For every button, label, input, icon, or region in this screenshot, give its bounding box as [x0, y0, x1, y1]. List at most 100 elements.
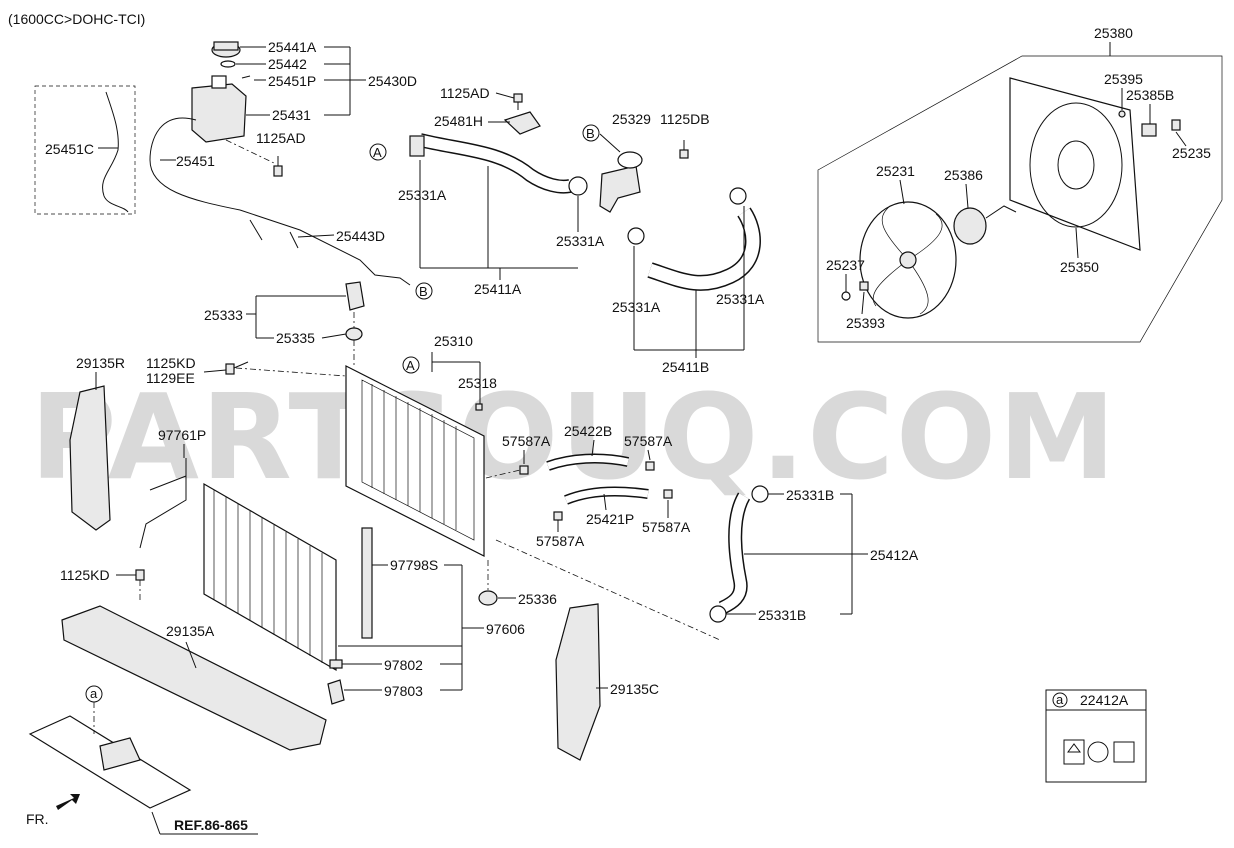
label-25421P: 25421P [586, 511, 634, 527]
front-arrow: FR. [26, 794, 80, 827]
hose-25421P[interactable] [564, 486, 649, 505]
label-97606: 97606 [486, 621, 525, 637]
callout-B-top[interactable]: B [582, 124, 600, 142]
callout-A-radiator[interactable]: A [402, 356, 420, 374]
label-1125DB: 1125DB [660, 111, 710, 127]
water-outlet-25329[interactable] [599, 151, 643, 213]
radiator-25310[interactable] [345, 365, 485, 557]
clamp-25331A-1[interactable] [409, 135, 425, 157]
bracket-25481H[interactable] [503, 111, 541, 135]
bolt-1125AD-top[interactable] [513, 93, 523, 110]
bracket-25443D[interactable] [249, 219, 299, 249]
resistor-25385B[interactable] [1141, 123, 1157, 137]
bolt-1125KD-top[interactable] [225, 361, 249, 375]
label-29135A: 29135A [166, 623, 215, 639]
label-25412A: 25412A [870, 547, 919, 563]
leader-29135A [185, 641, 197, 669]
bolt-1125KD-bottom[interactable] [135, 569, 145, 600]
nut-25237[interactable] [841, 291, 851, 301]
pipe-97761P[interactable] [139, 458, 187, 549]
label-97761P: 97761P [158, 427, 206, 443]
bracket-97802[interactable] [329, 659, 343, 669]
reservoir-cap[interactable] [211, 41, 241, 58]
svg-text:B: B [586, 126, 595, 141]
clamp-57587A-3[interactable] [553, 511, 563, 521]
leader-lines-hose-a [419, 92, 579, 280]
hose-25451[interactable] [149, 117, 411, 286]
air-guard-29135C[interactable] [555, 603, 601, 761]
label-25442: 25442 [268, 56, 307, 72]
label-25380: 25380 [1094, 25, 1133, 41]
seal-97798S[interactable] [361, 527, 373, 639]
fan-shroud-25350[interactable] [1009, 77, 1141, 251]
hose-25451C[interactable] [102, 91, 129, 213]
lower-hose-25411B[interactable] [647, 207, 761, 291]
label-25331A-4: 25331A [716, 291, 765, 307]
bolt-1125AD-reservoir[interactable] [273, 156, 283, 177]
clamp-57587A-2[interactable] [645, 461, 655, 471]
callout-a-lower[interactable]: a [85, 685, 103, 703]
label-25441A: 25441A [268, 39, 317, 55]
label-25411B: 25411B [662, 359, 709, 375]
clamp-57587A-4[interactable] [663, 489, 673, 499]
inset-box-25451C [34, 85, 136, 215]
label-25335: 25335 [276, 330, 315, 346]
insulator-25335[interactable] [345, 327, 363, 341]
cap-seal-ring[interactable] [220, 60, 236, 68]
clamp-57587A-1[interactable] [519, 465, 529, 475]
screw-25235[interactable] [1171, 119, 1181, 131]
leader-lines-small-hoses [485, 439, 721, 641]
label-25451P: 25451P [268, 73, 316, 89]
leader-lines-radiator [203, 295, 516, 599]
fan-motor-25386[interactable] [953, 205, 1017, 245]
label-25333: 25333 [204, 307, 243, 323]
label-25386: 25386 [944, 167, 983, 183]
label-1125AD-mid: 1125AD [256, 130, 306, 146]
label-ref[interactable]: REF.86-865 [174, 817, 248, 833]
reference-link[interactable]: REF.86-865 [151, 811, 258, 835]
callout-B-lower[interactable]: B [415, 282, 433, 300]
bolt-25395[interactable] [1118, 110, 1126, 118]
reservoir-tank[interactable] [191, 75, 247, 143]
label-25310: 25310 [434, 333, 473, 349]
label-97803: 97803 [384, 683, 423, 699]
clamp-25331B-1[interactable] [751, 485, 769, 503]
label-29135C: 29135C [610, 681, 659, 697]
hose-25412A[interactable] [718, 492, 751, 615]
label-25331A-3: 25331A [612, 299, 661, 315]
air-guard-29135R[interactable] [69, 385, 111, 531]
label-57587A-1: 57587A [502, 433, 551, 449]
fan-blade-25231[interactable] [859, 201, 957, 319]
svg-text:B: B [419, 284, 428, 299]
label-25451C: 25451C [45, 141, 94, 157]
hose-25422B[interactable] [546, 453, 630, 471]
leader-lines-25412A [726, 493, 868, 615]
label-25235: 25235 [1172, 145, 1211, 161]
clamp-25331A-4[interactable] [729, 187, 747, 205]
condenser-97606[interactable] [203, 482, 337, 672]
upper-hose-25411A[interactable] [418, 133, 572, 194]
label-97798S: 97798S [390, 557, 438, 573]
svg-text:a: a [90, 686, 98, 701]
leader-lines-condenser [116, 564, 484, 691]
svg-text:A: A [373, 145, 382, 160]
bracket-25333[interactable] [345, 281, 365, 311]
clip-25393[interactable] [859, 281, 869, 291]
clamp-25331A-3[interactable] [627, 227, 645, 245]
clamp-25331B-2[interactable] [709, 605, 727, 623]
overflow-hose-25451P[interactable] [241, 75, 251, 79]
label-57587A-4: 57587A [642, 519, 691, 535]
callout-A-top[interactable]: A [369, 143, 387, 161]
insulator-25336[interactable] [478, 590, 498, 606]
label-1125AD-top: 1125AD [440, 85, 490, 101]
clamp-25331A-2[interactable] [568, 176, 588, 196]
label-1125KD-top: 1125KD [146, 355, 196, 371]
air-guard-29135A[interactable] [61, 605, 327, 751]
cap-25318[interactable] [475, 403, 483, 411]
under-cover-ref[interactable] [28, 715, 192, 809]
label-29135R: 29135R [76, 355, 125, 371]
front-arrow-icon [56, 794, 80, 810]
bolt-1125DB[interactable] [679, 140, 689, 159]
bushing-97803[interactable] [327, 679, 345, 705]
